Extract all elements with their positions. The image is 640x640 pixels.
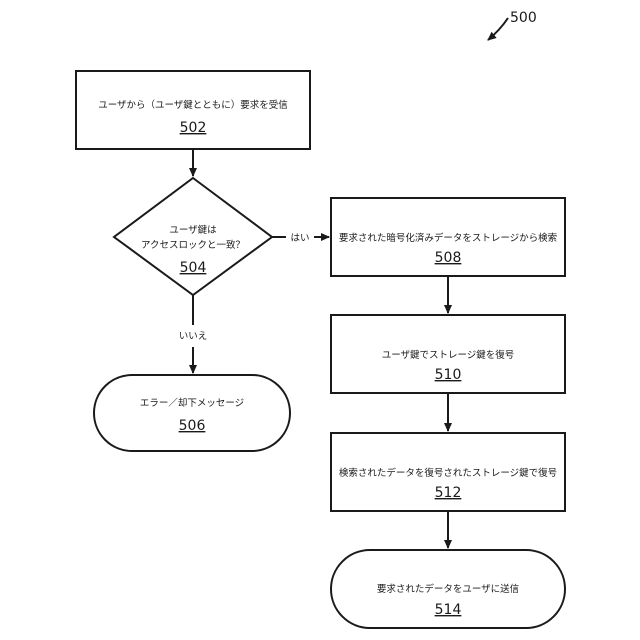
terminal-514: 要求されたデータをユーザに送信 514 (331, 550, 565, 628)
decision-504-label-line1: ユーザ鍵は (169, 224, 217, 236)
step-512-number: 512 (435, 485, 462, 501)
figure-reference-arrow (488, 18, 508, 40)
terminal-514-number: 514 (435, 602, 462, 618)
terminal-506-number: 506 (179, 418, 206, 434)
step-508-label: 要求された暗号化済みデータをストレージから検索 (339, 232, 557, 244)
yes-branch-label: はい (290, 233, 309, 244)
no-branch-label: いいえ (179, 331, 208, 342)
step-508-box: 要求された暗号化済みデータをストレージから検索 508 (331, 198, 565, 276)
terminal-506: エラー／却下メッセージ 506 (94, 375, 290, 451)
step-508-number: 508 (435, 250, 462, 266)
terminal-506-label: エラー／却下メッセージ (140, 398, 244, 409)
step-510-box: ユーザ鍵でストレージ鍵を復号 510 (331, 315, 565, 393)
figure-reference-number: 500 (510, 10, 537, 26)
step-510-label: ユーザ鍵でストレージ鍵を復号 (382, 349, 515, 361)
step-502-label: ユーザから（ユーザ鍵とともに）要求を受信 (98, 99, 288, 111)
decision-504-number: 504 (180, 260, 207, 276)
step-502-box: ユーザから（ユーザ鍵とともに）要求を受信 502 (76, 71, 310, 149)
terminal-514-label: 要求されたデータをユーザに送信 (377, 583, 519, 595)
step-512-box: 検索されたデータを復号されたストレージ鍵で復号 512 (331, 433, 565, 511)
decision-504-label-line2: アクセスロックと一致？ (141, 239, 245, 251)
step-510-number: 510 (435, 367, 462, 383)
step-502-number: 502 (180, 120, 207, 136)
decision-504-diamond: ユーザ鍵は アクセスロックと一致？ 504 (114, 178, 272, 295)
step-512-label: 検索されたデータを復号されたストレージ鍵で復号 (339, 467, 557, 479)
